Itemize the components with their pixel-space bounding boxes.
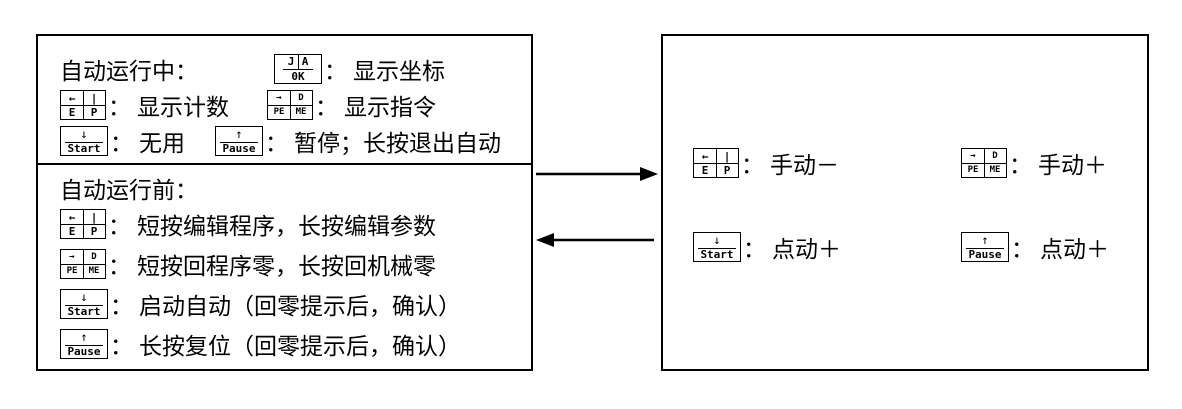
colon: ： [108, 214, 131, 240]
start-auto-text: 启动自动（回零提示后，确认） [139, 294, 461, 320]
peme-key-icon: → D PE ME [961, 148, 1007, 178]
arrow-right-icon [536, 167, 658, 181]
jog-plus-text: 点动＋ [772, 237, 841, 263]
list-item: ↓ Start ： 启动自动（回零提示后，确认） [60, 287, 461, 321]
list-item: ↑ Pause ： 长按复位（回零提示后，确认） [60, 327, 461, 361]
list-item: ← | E P ： 短按编辑程序，长按编辑参数 [60, 207, 436, 241]
pause-key-icon: ↑ Pause [961, 232, 1009, 262]
list-item: → D PE ME ： 短按回程序零，长按回机械零 [60, 247, 436, 281]
colon: ： [1011, 237, 1034, 263]
edit-program-text: 短按编辑程序，长按编辑参数 [137, 214, 436, 240]
show-coordinates-text: 显示坐标 [353, 59, 445, 85]
manual-mode-panel: ← | E P ： 手动－ → D PE ME ： 手动＋ ↓ Start ： … [661, 34, 1149, 371]
ep-key-icon: ← | E P [60, 90, 106, 120]
auto-running-label: 自动运行中： [60, 59, 198, 85]
list-item: ← | E P ： 手动－ [693, 146, 839, 180]
colon: ： [110, 334, 133, 360]
jog-plus-text-2: 点动＋ [1040, 237, 1109, 263]
start-key-icon: ↓ Start [693, 232, 741, 262]
pause-key-icon: ↑ Pause [215, 126, 263, 156]
colon: ： [110, 294, 133, 320]
before-auto-title: 自动运行前： [60, 178, 198, 204]
pause-text: 暂停；长按退出自动 [294, 131, 501, 157]
list-item: → D PE ME ： 手动＋ [961, 146, 1107, 180]
pause-key-icon: ↑ Pause [60, 329, 108, 359]
colon: ： [108, 254, 131, 280]
colon: ： [265, 131, 288, 157]
before-auto-panel: 自动运行前： ← | E P ： 短按编辑程序，长按编辑参数 → D PE ME… [36, 163, 533, 371]
peme-key-icon: → D PE ME [60, 249, 106, 279]
list-item: ↑ Pause ： 点动＋ [961, 230, 1109, 264]
colon: ： [110, 131, 133, 157]
colon: ： [743, 237, 766, 263]
manual-plus-text: 手动＋ [1038, 153, 1107, 179]
colon: ： [315, 95, 338, 121]
arrow-left-icon [536, 233, 654, 247]
list-item: ↓ Start ： 点动＋ [693, 230, 841, 264]
show-count-text: 显示计数 [137, 95, 229, 121]
peme-key-icon: → D PE ME [267, 90, 313, 120]
before-auto-title-row: 自动运行前： [60, 171, 198, 205]
ep-key-icon: ← | E P [693, 148, 739, 178]
ep-key-icon: ← | E P [60, 209, 106, 239]
useless-text: 无用 [139, 131, 185, 157]
start-key-icon: ↓ Start [60, 289, 108, 319]
colon: ： [108, 95, 131, 121]
row-start-pause: ↓ Start ： 无用 ↑ Pause ： 暂停；长按退出自动 [60, 124, 501, 158]
row-display: ← | E P ： 显示计数 → D PE ME ： 显示指令 [60, 88, 436, 122]
colon: ： [741, 153, 764, 179]
reset-text: 长按复位（回零提示后，确认） [139, 334, 461, 360]
colon: ： [324, 59, 347, 85]
return-zero-text: 短按回程序零，长按回机械零 [137, 254, 436, 280]
manual-minus-text: 手动－ [770, 153, 839, 179]
colon: ： [1009, 153, 1032, 179]
start-key-icon: ↓ Start [60, 126, 108, 156]
show-command-text: 显示指令 [344, 95, 436, 121]
